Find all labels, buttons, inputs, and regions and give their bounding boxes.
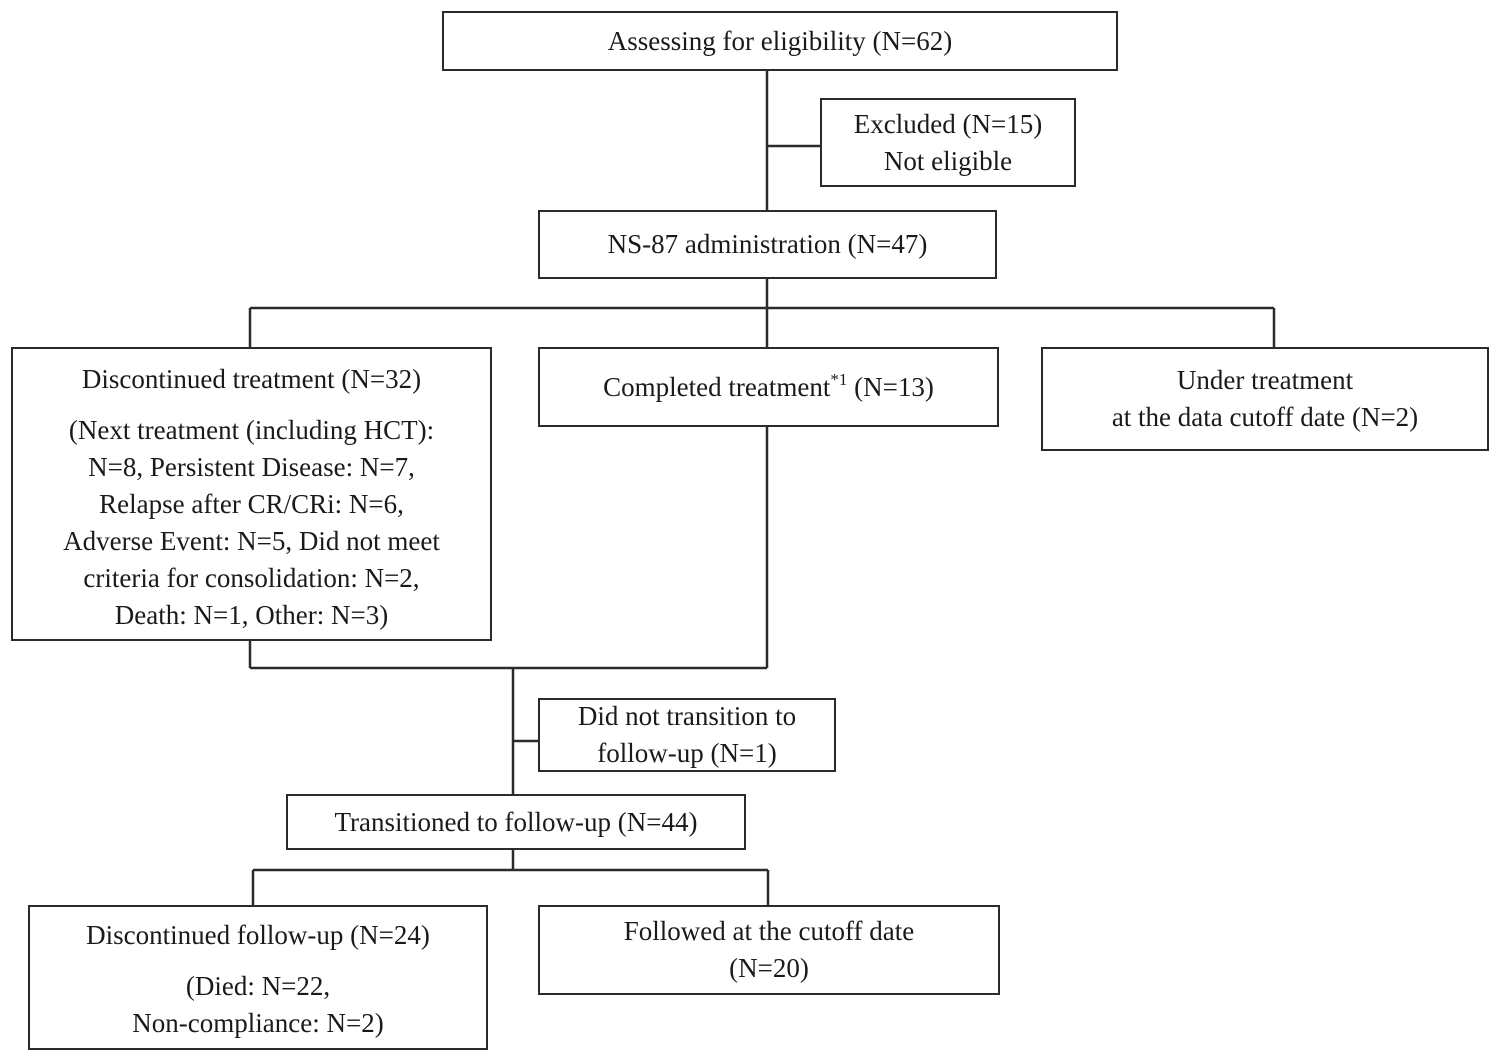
under-treatment-box: Under treatment at the data cutoff date … [1041,347,1489,451]
discontinued-followup-detail: (Died: N=22, [185,971,331,1001]
no-transition-box: Did not transition to follow-up (N=1) [538,698,836,772]
followed-box: Followed at the cutoff date (N=20) [538,905,1000,995]
followed-text: (N=20) [729,953,809,983]
discontinued-treatment-detail: Relapse after CR/CRi: N=6, [99,489,404,519]
excluded-box: Excluded (N=15) Not eligible [820,98,1076,187]
completed-treatment-label: Completed treatment [603,371,831,402]
discontinued-treatment-detail: N=8, Persistent Disease: N=7, [88,452,415,482]
followed-text: Followed at the cutoff date [623,916,915,946]
under-treatment-text: at the data cutoff date (N=2) [1111,402,1419,432]
completed-treatment-text: Completed treatment*1 (N=13) [603,369,934,406]
transitioned-box: Transitioned to follow-up (N=44) [286,794,746,850]
administration-box: NS-87 administration (N=47) [538,210,997,279]
discontinued-treatment-title: Discontinued treatment (N=32) [81,364,422,394]
discontinued-treatment-detail: (Next treatment (including HCT): [68,415,435,445]
discontinued-treatment-box: Discontinued treatment (N=32) (Next trea… [11,347,492,641]
discontinued-followup-box: Discontinued follow-up (N=24) (Died: N=2… [28,905,488,1050]
discontinued-treatment-detail: Death: N=1, Other: N=3) [114,600,389,630]
completed-treatment-footnote-mark: *1 [830,369,848,389]
assessing-eligibility-text: Assessing for eligibility (N=62) [607,25,953,56]
assessing-eligibility-box: Assessing for eligibility (N=62) [442,11,1118,71]
discontinued-treatment-detail: Adverse Event: N=5, Did not meet [63,526,440,556]
no-transition-text: follow-up (N=1) [597,738,777,768]
excluded-count-text: Excluded (N=15) [853,108,1043,139]
completed-treatment-count: (N=13) [847,371,934,402]
no-transition-text: Did not transition to [577,701,797,731]
under-treatment-text: Under treatment [1176,365,1354,395]
transitioned-text: Transitioned to follow-up (N=44) [334,806,698,837]
discontinued-treatment-detail: criteria for consolidation: N=2, [83,563,420,593]
excluded-reason-text: Not eligible [883,145,1013,176]
discontinued-followup-detail: Non-compliance: N=2) [132,1008,384,1038]
administration-text: NS-87 administration (N=47) [607,229,928,259]
completed-treatment-box: Completed treatment*1 (N=13) [538,347,999,427]
discontinued-followup-title: Discontinued follow-up (N=24) [86,920,430,950]
